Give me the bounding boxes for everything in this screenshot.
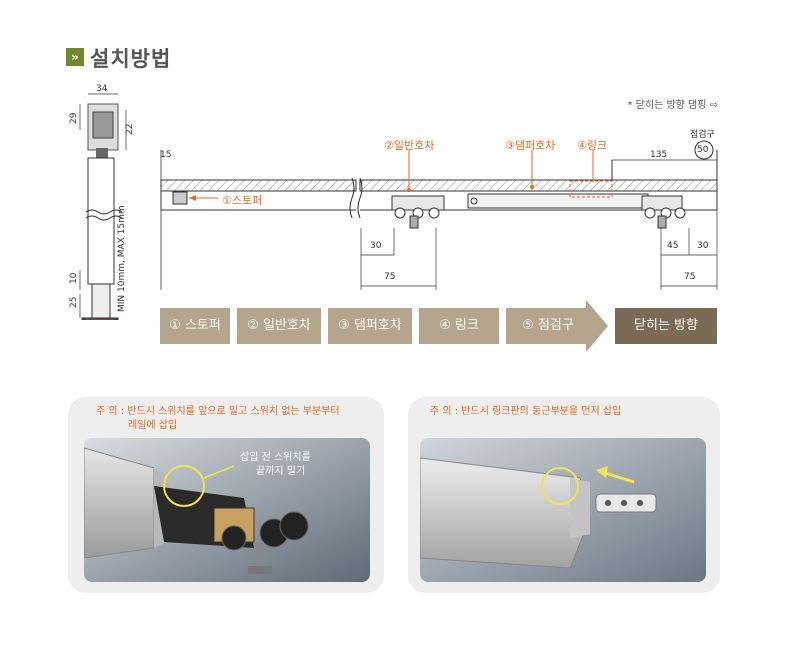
flow-step-link: ④ 링크 (419, 308, 499, 344)
inspection-label: 점검구 (690, 130, 715, 140)
header-arrow-icon: » (66, 48, 84, 66)
dim-side-22: 22 (125, 124, 135, 135)
flow-step-stopper: ① 스토퍼 (160, 308, 230, 344)
label-stopper: ①스토퍼 (222, 194, 263, 207)
flow-step-normal-hanger: ② 일반호차 (237, 308, 321, 344)
dim-width-34: 34 (96, 84, 108, 94)
inspection-value: 50 (697, 145, 709, 155)
side-view-profile (81, 103, 123, 320)
damping-direction-note: * 닫히는 방향 댐핑 ⇨ (627, 100, 719, 111)
dim-30-left: 30 (370, 241, 382, 251)
flow-step-damper-hanger: ③ 댐퍼호차 (328, 308, 412, 344)
right-photo-link-insertion (420, 438, 706, 582)
link-marker (569, 150, 613, 198)
left-photo-rail-insertion (84, 438, 370, 582)
flow-step-inspection: ⑤ 점검구 (522, 318, 574, 333)
label-damper-hanger: ③댐퍼호차 (505, 139, 556, 152)
link-bar-part (467, 150, 649, 209)
flow-step-arrow (506, 300, 608, 352)
lower-dimensions (360, 210, 718, 290)
left-caution-line2: 레일에 삽입 (128, 420, 178, 431)
dim-bottom-25: 25 (69, 297, 79, 308)
normal-hanger-part (391, 150, 445, 229)
dim-135: 135 (650, 150, 668, 160)
dim-45: 45 (667, 241, 679, 251)
dim-height-29: 29 (69, 112, 79, 124)
side-view-dimensions: 34 29 22 10 25 MIN 10mm, MAX 15mm (69, 84, 135, 318)
label-link: ④링크 (577, 139, 608, 152)
dim-bottom-10: 10 (69, 272, 79, 284)
left-callout-line2: 끝까지 밀기 (256, 466, 306, 477)
stopper-part (172, 191, 218, 205)
dim-75-right: 75 (684, 272, 696, 282)
inspection-opening (611, 140, 718, 180)
dim-15: 15 (160, 150, 172, 160)
dim-75-left: 75 (384, 272, 396, 282)
left-caution-line1: 주 의 : 반드시 스위치를 앞으로 밀고 스위치 없는 부분부터 (96, 406, 340, 417)
label-normal-hanger: ②일반호차 (384, 139, 435, 152)
left-callout-line1: 삽입 전 스위치를 (240, 452, 311, 463)
damper-hanger-part (641, 195, 686, 229)
dim-min-max: MIN 10mm, MAX 15mm (117, 205, 127, 312)
installation-diagram: 34 29 22 10 25 MIN 10mm, MAX 15mm (69, 84, 718, 320)
page-title: 설치방법 (90, 47, 172, 71)
right-caution-note: 주 의 : 반드시 링크판의 둥근부분을 먼저 삽입 (430, 406, 622, 417)
dim-30-right: 30 (697, 241, 709, 251)
flow-final-direction: 닫히는 방향 (615, 308, 717, 344)
